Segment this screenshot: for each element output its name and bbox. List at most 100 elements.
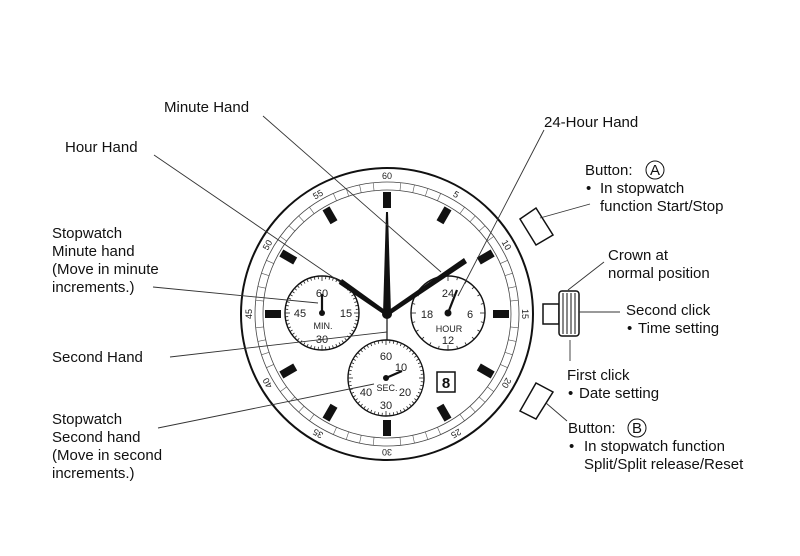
hour-marker (322, 403, 338, 422)
subdial-tick (348, 384, 352, 387)
subdial-tick (429, 342, 432, 346)
subdial-tick (377, 412, 380, 416)
subdial-tick (373, 411, 376, 415)
subdial-tick (363, 406, 366, 409)
subdial-tick (349, 388, 353, 391)
subdial-tick (296, 337, 300, 341)
subdial-tick (406, 347, 409, 350)
subdial-tick (344, 337, 348, 341)
bezel-tick (508, 286, 517, 289)
subdial-tick (349, 365, 353, 368)
label-stopwatch-minute-1: Stopwatch (52, 225, 122, 242)
label-button-a-title: Button: (585, 162, 633, 179)
label-second-click-text: Time setting (638, 320, 719, 337)
subdial-tick (354, 323, 358, 325)
subdial-tick (286, 323, 290, 325)
label-button-b-line-1: In stopwatch function (584, 438, 725, 455)
subdial-tick (289, 329, 293, 332)
subdial-tick (412, 321, 416, 323)
subdial-tick (328, 276, 331, 280)
subdial-tick (412, 303, 416, 305)
bezel-tick (309, 207, 315, 214)
hour-hand (339, 279, 389, 318)
label-stopwatch-second-3: (Move in second (52, 447, 162, 464)
subdial-tick (357, 352, 361, 355)
bezel-tick (257, 286, 266, 289)
bezel-number: 50 (261, 238, 275, 252)
subdial-tick (419, 388, 423, 391)
subdial-tick (396, 411, 399, 415)
subdial-tick (313, 276, 316, 280)
crown (542, 290, 580, 337)
bezel-number: 60 (382, 171, 392, 181)
bezel-tick (359, 184, 362, 193)
subdial-tick (417, 391, 421, 394)
subdial-tick (291, 290, 295, 294)
subdial-tick (294, 287, 298, 291)
label-button-a-letter: A (650, 162, 660, 179)
date-number: 8 (442, 375, 450, 392)
hour-sub-name: HOUR (436, 324, 463, 334)
subdial-tick (351, 294, 355, 297)
sec-sub-bottom: 30 (380, 400, 392, 412)
subdial-tick (354, 301, 358, 303)
subdial-tick (480, 303, 484, 305)
bezel-number: 55 (311, 188, 325, 202)
sec-sub-right: 20 (399, 387, 411, 399)
subdial-tick (399, 343, 402, 347)
hour-marker (383, 420, 391, 436)
bezel-tick (333, 427, 337, 435)
subdial-tick (471, 286, 475, 290)
button-a-bullet: • (586, 180, 591, 197)
hour-marker (493, 310, 509, 318)
subdial-tick (310, 277, 312, 281)
subdial-tick (355, 319, 359, 322)
bezel-tick (469, 405, 476, 413)
subdial-tick (415, 329, 419, 332)
subdial-tick (291, 332, 295, 336)
leader-lines (152, 115, 620, 429)
bezel-number: 10 (500, 238, 514, 252)
subdial-tick (411, 401, 415, 404)
sec-sub-name: SEC. (376, 383, 397, 393)
bezel-tick (372, 437, 375, 446)
label-button-a-line-1: In stopwatch (600, 180, 684, 197)
bezel-tick (504, 272, 513, 276)
bezel-ticks (255, 182, 519, 446)
label-stopwatch-second-2: Second hand (52, 429, 140, 446)
subdial-tick (363, 347, 366, 350)
hour-sub-left: 18 (421, 309, 433, 321)
min-sub-name: MIN. (314, 321, 333, 331)
bezel-number: 20 (500, 376, 514, 390)
subdial-tick (332, 345, 334, 349)
bezel-tick (478, 396, 486, 403)
hour-marker (476, 249, 495, 265)
bezel-tick (333, 193, 337, 201)
subdial-tick (399, 409, 402, 413)
label-first-click: First click (567, 367, 630, 384)
bezel-tick (437, 427, 441, 435)
bezel-tick (261, 352, 270, 356)
subdial-tick (288, 326, 292, 329)
subdial-tick (464, 280, 467, 284)
subdial-tick (366, 408, 369, 412)
subdial-tick (370, 343, 373, 347)
pusher-a (518, 206, 555, 247)
subdial-tick (288, 297, 292, 300)
bezel-tick (500, 260, 508, 264)
stopwatch-second-subdial: 60 10 20 30 40 SEC. (347, 339, 425, 417)
bezel-number: 45 (244, 309, 254, 319)
subdial-tick (409, 403, 412, 407)
subdial-tick (477, 329, 481, 332)
subdial-tick (355, 355, 358, 358)
sec-sub-extra: 10 (395, 362, 407, 374)
bezel-tick (399, 437, 402, 446)
bezel-tick (298, 405, 305, 413)
label-second-click: Second click (626, 302, 711, 319)
bezel-tick (469, 215, 476, 223)
subdial-tick (411, 352, 415, 355)
bezel-number: 30 (382, 447, 392, 457)
bezel-tick (425, 188, 429, 197)
subdial-tick (414, 398, 417, 401)
